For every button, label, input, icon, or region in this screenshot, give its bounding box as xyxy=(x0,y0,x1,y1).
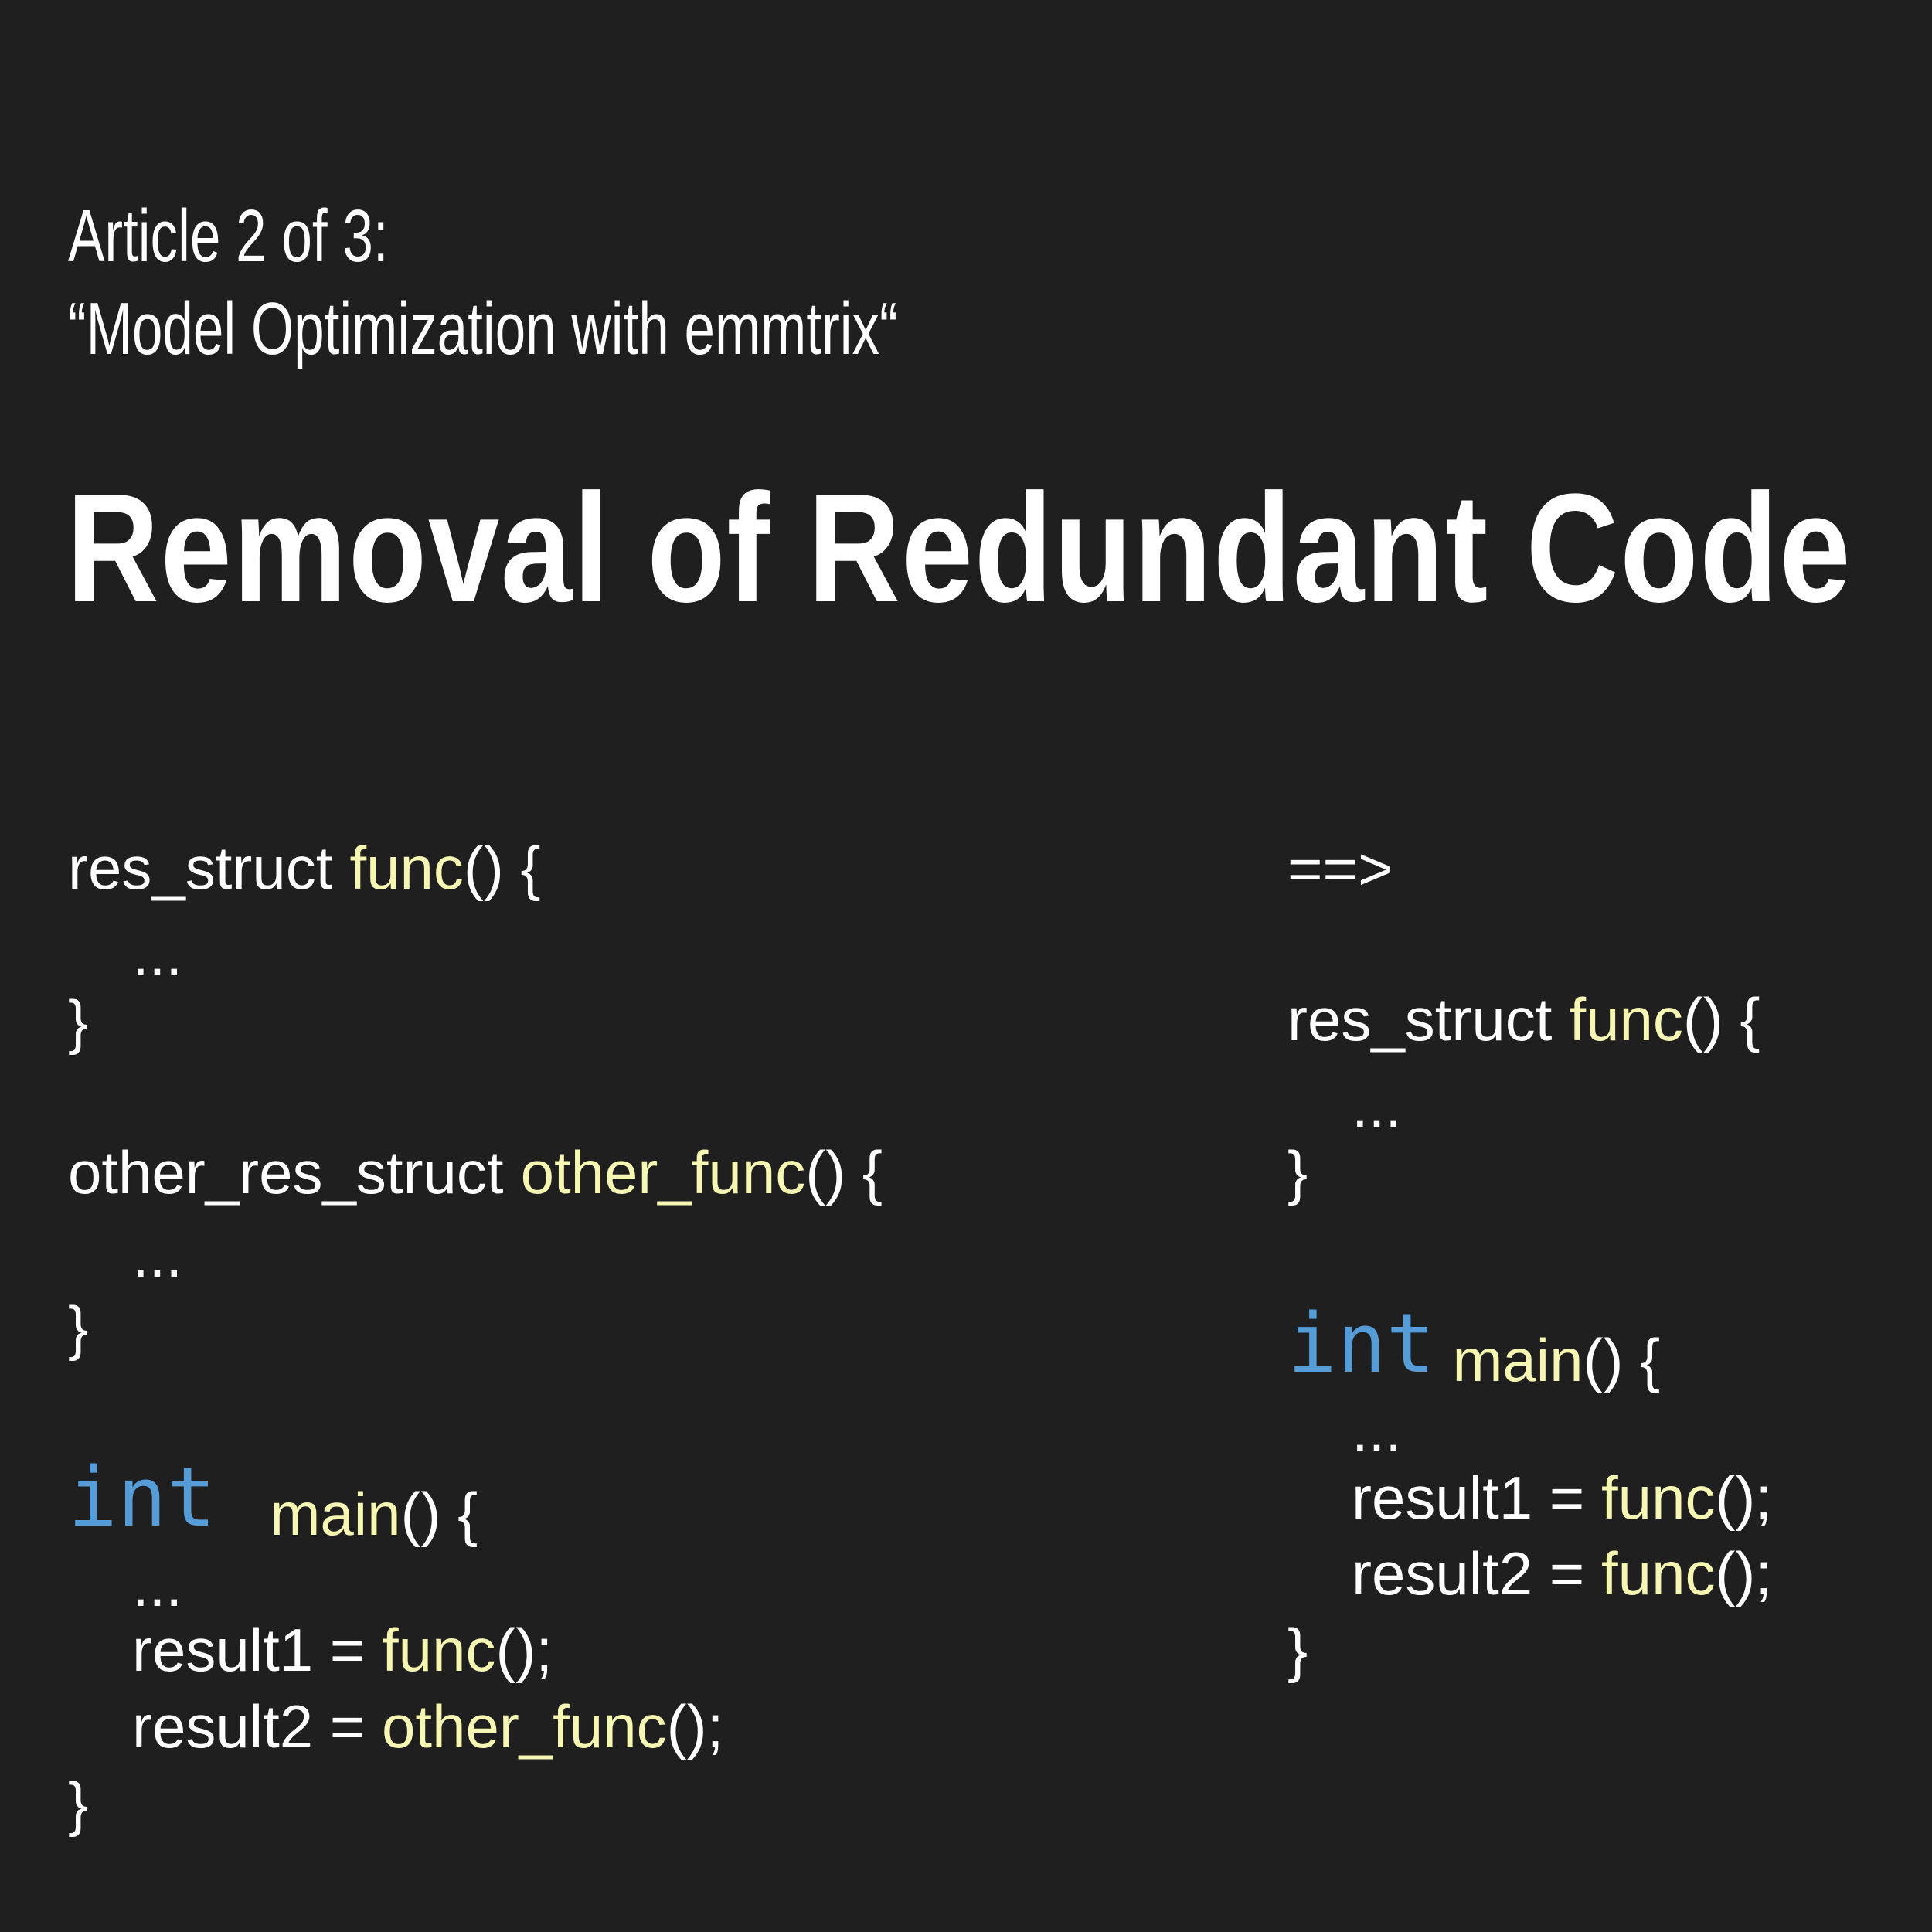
code-line: } xyxy=(68,1774,88,1834)
code-text: result2 = xyxy=(1352,1539,1602,1607)
code-text: () { xyxy=(400,1480,478,1548)
code-text: other_res_struct xyxy=(68,1138,504,1206)
code-line: result2 = func(); xyxy=(1352,1543,1772,1604)
code-line: } xyxy=(68,992,88,1052)
code-text: (); xyxy=(495,1616,553,1684)
code-function-name: func xyxy=(1601,1464,1716,1532)
code-text: ... xyxy=(132,1222,183,1290)
code-text: () { xyxy=(1682,985,1760,1053)
transform-arrow: ==> xyxy=(1287,835,1393,903)
code-text: } xyxy=(68,1294,89,1362)
code-text: } xyxy=(68,1770,89,1838)
code-line: } xyxy=(1287,1620,1308,1680)
code-text: ... xyxy=(132,920,183,988)
code-line: result1 = func(); xyxy=(1352,1468,1772,1528)
code-function-name: func xyxy=(1601,1539,1716,1607)
code-text: result1 = xyxy=(132,1616,383,1684)
code-line: ... xyxy=(1352,1400,1402,1461)
page-title: Removal of Redundant Code xyxy=(66,462,1852,634)
code-function-name: func xyxy=(349,834,464,902)
code-keyword: int xyxy=(68,1450,216,1545)
code-line: ... xyxy=(1352,1076,1402,1136)
code-text: (); xyxy=(1715,1464,1773,1532)
code-text: } xyxy=(68,988,89,1056)
code-text: () { xyxy=(805,1138,883,1206)
article-series-label: Article 2 of 3: xyxy=(68,195,389,277)
code-text: () { xyxy=(463,834,541,902)
code-text: (); xyxy=(666,1692,724,1760)
code-text: (); xyxy=(1715,1539,1773,1607)
code-text: res_struct xyxy=(68,834,333,902)
code-line: ... xyxy=(132,1226,182,1286)
code-line: ... xyxy=(132,1555,182,1615)
code-function-name: other_func xyxy=(382,1692,667,1760)
code-function-name: other_func xyxy=(520,1138,806,1206)
code-text: } xyxy=(1287,1138,1308,1206)
code-text: ... xyxy=(132,1551,183,1619)
code-text: () { xyxy=(1583,1326,1661,1394)
code-function-name: main xyxy=(1452,1326,1583,1394)
code-function-name: main xyxy=(270,1480,401,1548)
code-line: } xyxy=(68,1298,88,1358)
code-line: } xyxy=(1287,1142,1308,1202)
code-function-name: func xyxy=(382,1616,496,1684)
code-text: } xyxy=(1287,1616,1308,1684)
code-line: result1 = func(); xyxy=(132,1620,553,1680)
code-line: ... xyxy=(132,924,182,985)
article-name: “Model Optimization with emmtrix“ xyxy=(68,287,898,370)
code-function-name: func xyxy=(1569,985,1683,1053)
code-keyword: int xyxy=(1287,1296,1436,1391)
code-text: ... xyxy=(1352,1072,1403,1140)
code-text: ... xyxy=(1352,1396,1403,1464)
code-text: result1 = xyxy=(1352,1464,1602,1532)
code-text: res_struct xyxy=(1287,985,1553,1053)
code-line: result2 = other_func(); xyxy=(132,1696,723,1757)
code-text: result2 = xyxy=(132,1692,383,1760)
